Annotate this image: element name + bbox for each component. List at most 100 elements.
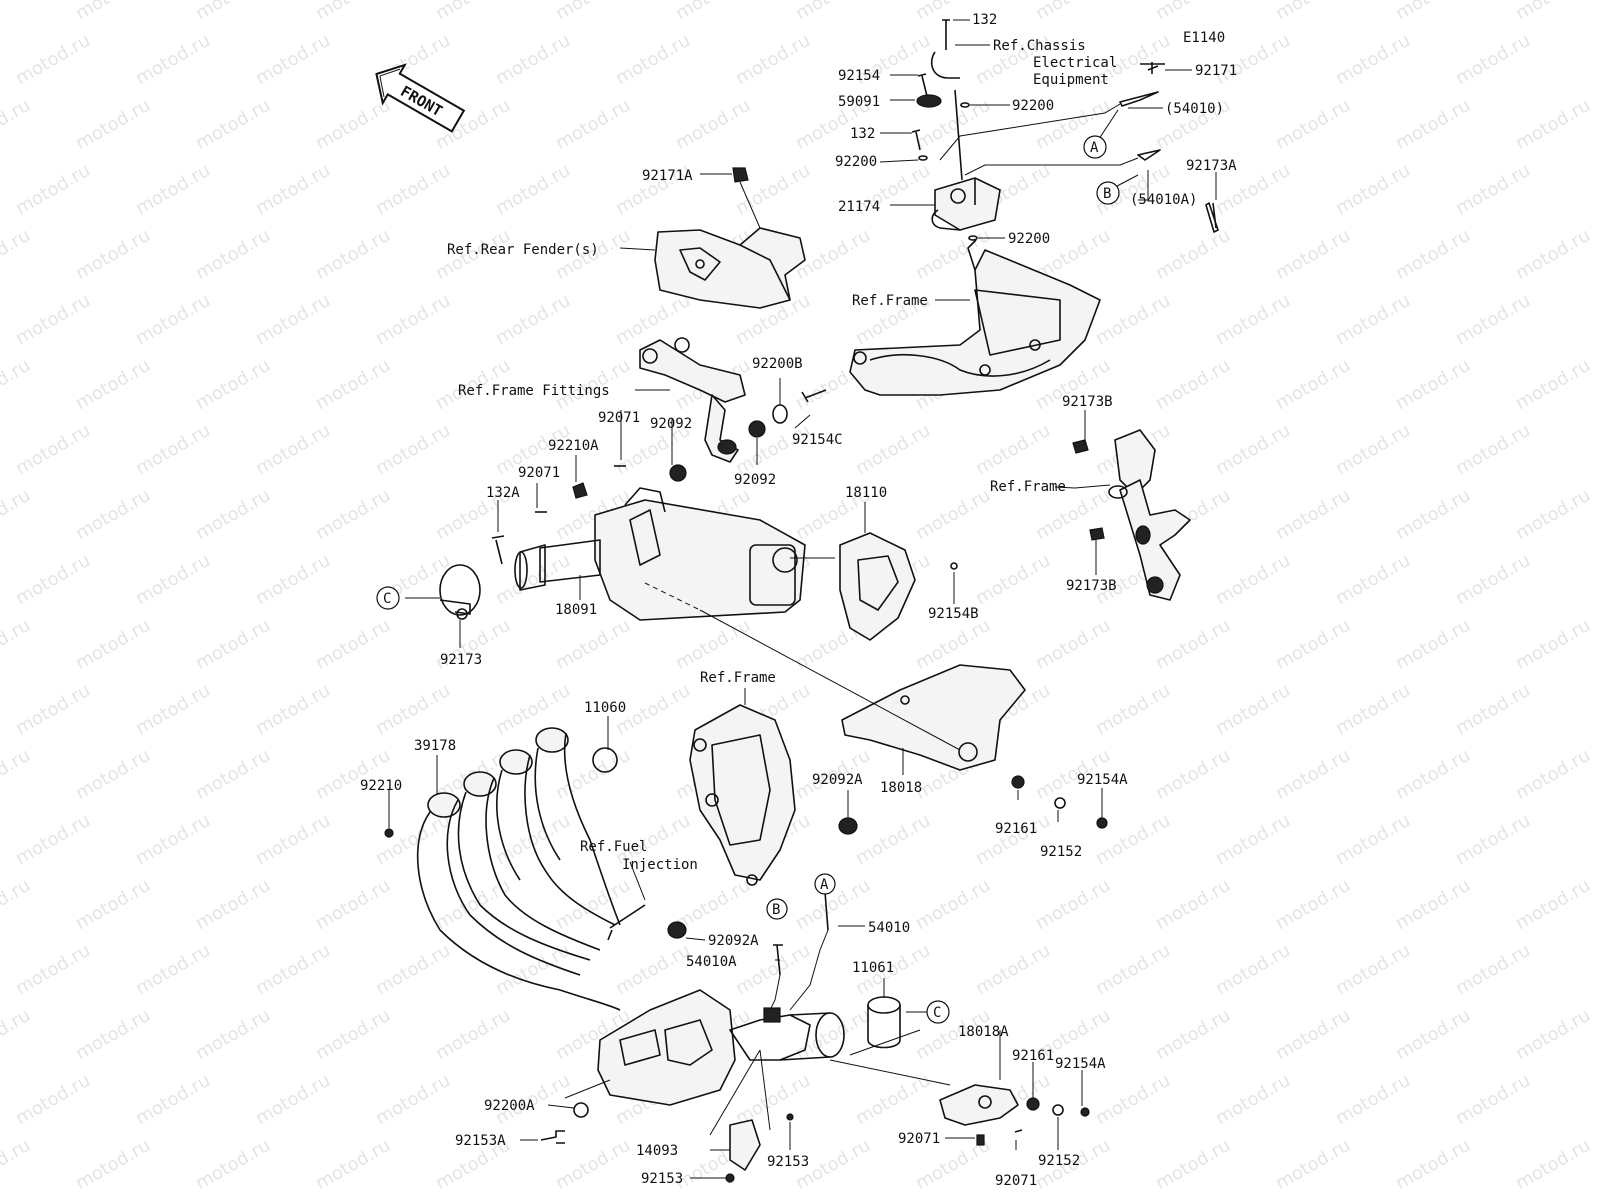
watermark-text: motod.ru: [1512, 225, 1594, 284]
watermark-text: motod.ru: [312, 485, 394, 544]
watermark-text: motod.ru: [72, 0, 154, 24]
watermark-text: motod.ru: [192, 615, 274, 674]
watermark-text: motod.ru: [1512, 615, 1594, 674]
watermark-text: motod.ru: [1032, 0, 1114, 24]
label-132: 132: [972, 12, 997, 28]
label-92071: 92071: [598, 410, 640, 426]
watermark-text: motod.ru: [0, 875, 34, 934]
label-92154A: 92154A: [1077, 772, 1128, 788]
watermark-text: motod.ru: [132, 1070, 214, 1129]
label-92154: 92154: [838, 68, 880, 84]
label-18018A: 18018A: [958, 1024, 1009, 1040]
watermark-text: motod.ru: [1152, 615, 1234, 674]
watermark-text: motod.ru: [1152, 0, 1234, 24]
label-92092A: 92092A: [812, 772, 863, 788]
svg-text:B: B: [772, 902, 780, 918]
watermark-text: motod.ru: [12, 160, 94, 219]
watermark-text: motod.ru: [1452, 1070, 1534, 1129]
watermark-text: motod.ru: [252, 810, 334, 869]
watermark-text: motod.ru: [852, 420, 934, 479]
watermark-text: motod.ru: [492, 160, 574, 219]
label-92153-2: 92153: [641, 1171, 683, 1187]
label-ref-frame-fittings: Ref.Frame Fittings: [458, 383, 610, 399]
watermark-text: motod.ru: [372, 420, 454, 479]
label-59091: 59091: [838, 94, 880, 110]
watermark-text: motod.ru: [12, 680, 94, 739]
watermark-text: motod.ru: [1392, 95, 1474, 154]
watermark-text: motod.ru: [1152, 745, 1234, 804]
watermark-text: motod.ru: [192, 1135, 274, 1194]
watermark-text: motod.ru: [612, 30, 694, 89]
watermark-text: motod.ru: [252, 940, 334, 999]
label-92071-3: 92071: [898, 1131, 940, 1147]
label-92173B-1: 92173B: [1062, 394, 1113, 410]
watermark-text: motod.ru: [72, 355, 154, 414]
watermark-text: motod.ru: [1512, 355, 1594, 414]
watermark-text: motod.ru: [312, 745, 394, 804]
watermark-text: motod.ru: [732, 420, 814, 479]
label-ref-fuel: Ref.Fuel: [580, 839, 647, 855]
watermark-text: motod.ru: [0, 745, 34, 804]
watermark-text: motod.ru: [972, 810, 1054, 869]
watermark-text: motod.ru: [1152, 1005, 1234, 1064]
label-18110: 18110: [845, 485, 887, 501]
svg-text:B: B: [1103, 186, 1111, 202]
callout-c-right: C: [926, 1000, 950, 1024]
watermark-text: motod.ru: [72, 875, 154, 934]
silencer-18091: [514, 487, 806, 621]
label-54010A-paren: (54010A): [1130, 192, 1197, 208]
watermark-text: motod.ru: [1272, 615, 1354, 674]
watermark-text: motod.ru: [312, 225, 394, 284]
watermark-text: motod.ru: [1272, 875, 1354, 934]
watermark-text: motod.ru: [1332, 550, 1414, 609]
label-18018: 18018: [880, 780, 922, 796]
label-54010-paren: (54010): [1165, 101, 1224, 117]
watermark-text: motod.ru: [312, 1005, 394, 1064]
pre-chamber-assembly: [540, 904, 845, 1183]
rear-fender-ref: [654, 167, 806, 309]
label-ref-fuel-2: Injection: [622, 857, 698, 873]
label-92154B: 92154B: [928, 606, 979, 622]
watermark-text: motod.ru: [1332, 160, 1414, 219]
watermark-text: motod.ru: [0, 1005, 34, 1064]
watermark-text: motod.ru: [1332, 810, 1414, 869]
watermark-text: motod.ru: [1272, 225, 1354, 284]
watermark-text: motod.ru: [912, 875, 994, 934]
label-ref-chassis-2: Electrical: [1033, 55, 1117, 71]
watermark-text: motod.ru: [1452, 940, 1534, 999]
watermark-text: motod.ru: [372, 680, 454, 739]
watermark-text: motod.ru: [1512, 1005, 1594, 1064]
watermark-text: motod.ru: [912, 485, 994, 544]
watermark-text: motod.ru: [72, 615, 154, 674]
watermark-text: motod.ru: [312, 0, 394, 24]
label-ref-frame-3: Ref.Frame: [700, 670, 776, 686]
watermark-text: motod.ru: [312, 615, 394, 674]
watermark-text: motod.ru: [72, 1135, 154, 1194]
svg-text:C: C: [933, 1005, 941, 1021]
label-39178: 39178: [414, 738, 456, 754]
watermark-text: motod.ru: [492, 290, 574, 349]
watermark-text: motod.ru: [12, 550, 94, 609]
watermark-text: motod.ru: [672, 0, 754, 24]
svg-text:A: A: [1090, 140, 1099, 156]
watermark-text: motod.ru: [12, 1070, 94, 1129]
watermark-text: motod.ru: [132, 290, 214, 349]
watermark-text: motod.ru: [252, 680, 334, 739]
leader-lines: [388, 19, 1217, 1179]
watermark-text: motod.ru: [192, 0, 274, 24]
watermark-text: motod.ru: [1332, 420, 1414, 479]
label-ref-frame-2: Ref.Frame: [990, 479, 1066, 495]
callout-b-bottom: B: [766, 898, 788, 920]
frame-ref-right: [1072, 429, 1191, 601]
watermark-text: motod.ru: [1092, 680, 1174, 739]
watermark-text: motod.ru: [552, 0, 634, 24]
watermark-text: motod.ru: [1272, 745, 1354, 804]
label-11060: 11060: [584, 700, 626, 716]
watermark-text: motod.ru: [1212, 1070, 1294, 1129]
watermark-text: motod.ru: [132, 680, 214, 739]
watermark-text: motod.ru: [1452, 30, 1534, 89]
clamp-92173: [439, 564, 481, 620]
watermark-text: motod.ru: [372, 160, 454, 219]
callout-b-top: B: [1096, 181, 1120, 205]
label-92210A: 92210A: [548, 438, 599, 454]
